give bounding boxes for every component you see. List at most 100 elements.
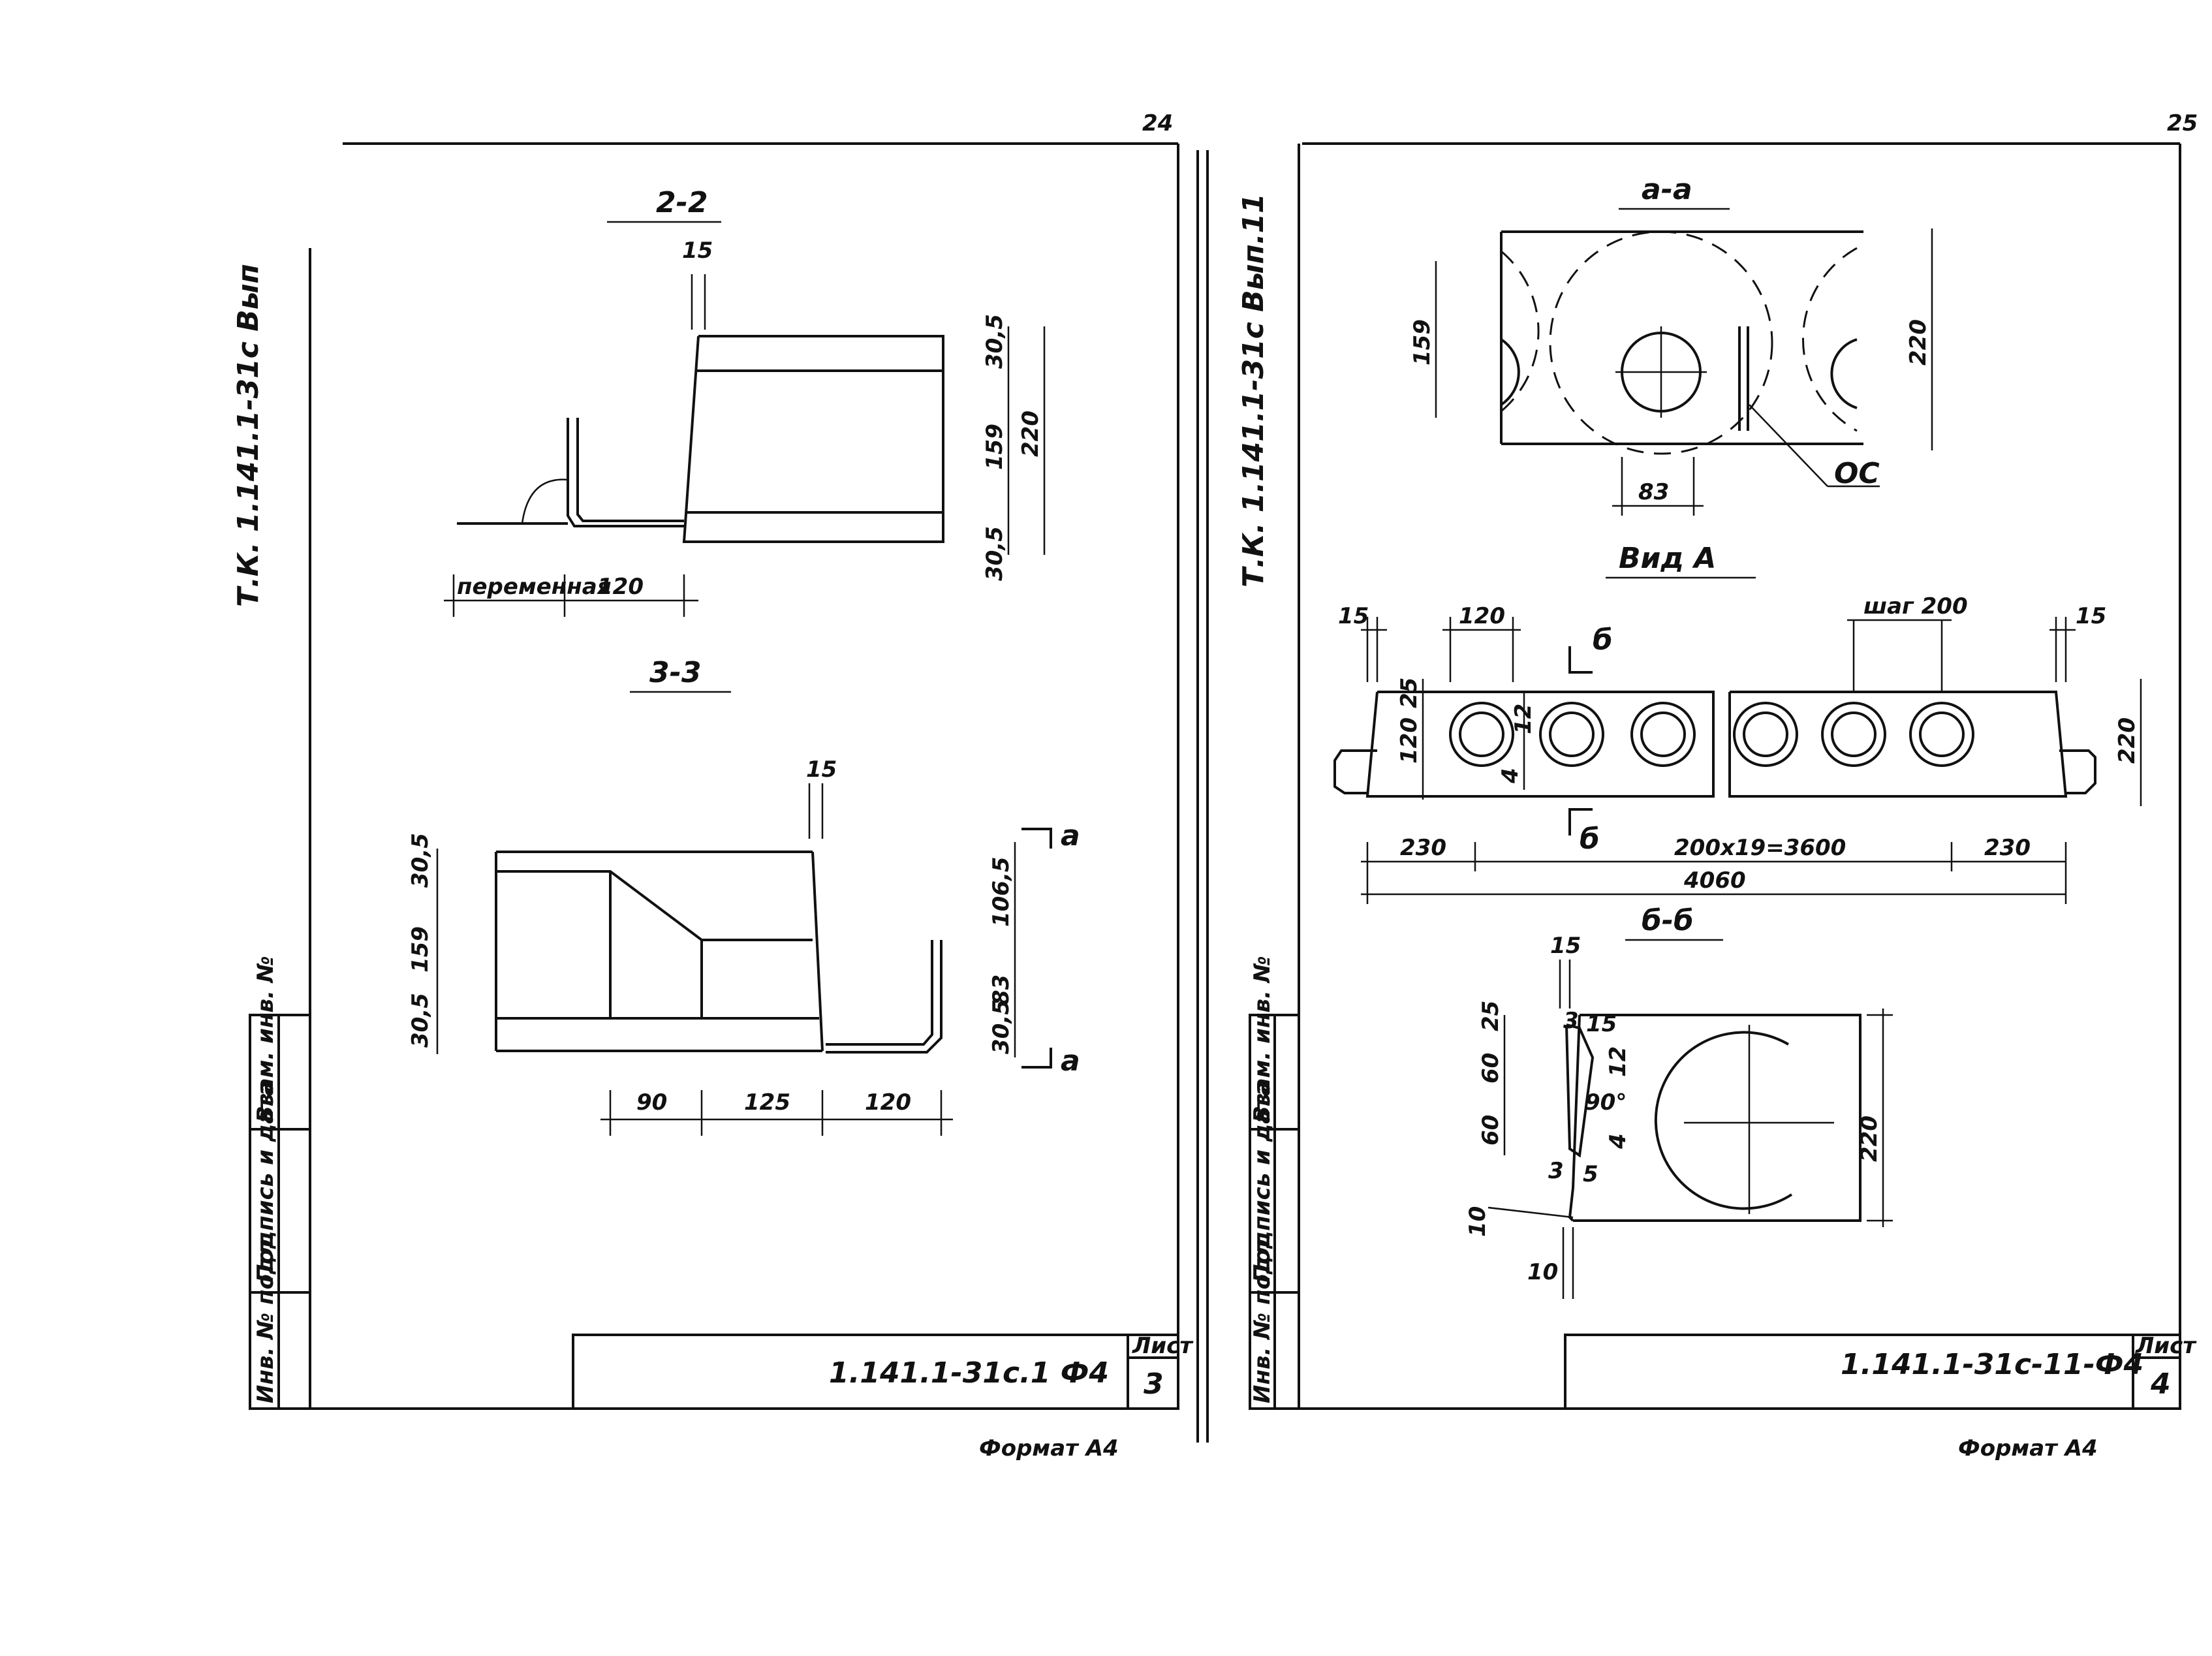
section-2-2-angle-arc xyxy=(521,478,569,524)
right-stamp-vzam-inv: Взам. инв. № xyxy=(1249,956,1275,1123)
section-b-b-dim-4: 4 xyxy=(1605,1133,1631,1149)
left-side-label: Т.К. 1.141.1-31с Вып xyxy=(232,264,265,607)
section-b-b-void xyxy=(1654,1031,1793,1210)
section-3-3-cut-mark-top xyxy=(1021,828,1052,849)
section-b-b-dim-15-key: 15 xyxy=(1586,1011,1617,1037)
section-3-3-hook-outer xyxy=(826,940,942,1054)
section-a-a-void-left xyxy=(1501,250,1540,413)
view-a-dim-120-top: 120 xyxy=(1459,603,1505,629)
section-3-3-dim-120: 120 xyxy=(865,1089,911,1116)
section-2-2-dim-variable: переменная xyxy=(457,574,612,600)
right-page-corner-number: 25 xyxy=(2167,110,2198,136)
view-a-dim-15-right: 15 xyxy=(2076,603,2106,629)
section-b-b-dim-5: 5 xyxy=(1583,1161,1598,1187)
section-3-3-profile xyxy=(496,870,813,941)
view-a-dim-25: 25 xyxy=(1396,678,1422,708)
section-3-3-cut-label-bottom: а xyxy=(1061,1044,1080,1078)
left-title-code: 1.141.1-31с.1 Ф4 xyxy=(829,1356,1109,1390)
section-a-a-dim-159: 159 xyxy=(1409,319,1435,366)
view-a-pipe-6 xyxy=(1909,702,1974,767)
section-3-3-dim-30-5-top: 30,5 xyxy=(407,833,433,888)
section-b-b-dim-3-top: 3 xyxy=(1563,1008,1579,1034)
section-a-a-pipe-left xyxy=(1500,338,1520,406)
left-sheet-label: Лист xyxy=(1132,1333,1194,1359)
section-b-b-dim10-left-line xyxy=(1488,1206,1574,1219)
right-title-block xyxy=(1564,1334,2181,1410)
view-a-dim-230-left: 230 xyxy=(1400,835,1446,861)
section-b-b-dim-10-bottom: 10 xyxy=(1527,1259,1558,1285)
section-2-2-dim-120: 120 xyxy=(597,574,644,600)
right-format-label: Формат А4 xyxy=(1958,1435,2098,1461)
section-3-3-dim-15: 15 xyxy=(806,757,837,783)
section-b-b-dim-90deg: 90° xyxy=(1585,1089,1627,1116)
view-a-dim-pitch: шаг 200 xyxy=(1863,593,1968,619)
section-2-2-title: 2-2 xyxy=(656,186,708,219)
view-a-dim-120-vert: 120 xyxy=(1396,717,1422,764)
section-a-a-pipe-right xyxy=(1830,338,1858,409)
section-2-2-dim-30-5-top: 30,5 xyxy=(982,314,1008,369)
view-a-pipe-5-inner xyxy=(1831,711,1877,757)
right-title-code: 1.141.1-31с-11-Ф4 xyxy=(1841,1348,2143,1381)
section-3-3-dim-159: 159 xyxy=(407,926,433,973)
section-3-3-cut-label-top: а xyxy=(1061,819,1080,852)
section-3-3-dim-106-5: 106,5 xyxy=(988,856,1014,927)
section-a-a-title: а-а xyxy=(1642,173,1692,206)
view-a-dim-4: 4 xyxy=(1497,768,1523,784)
section-b-b-dim-15-top: 15 xyxy=(1550,933,1581,959)
view-a-panel-right xyxy=(1728,691,2068,798)
right-drawing-sheet: 25 Т.К. 1.141.1-31с Вып.11 Инв. № подл. … xyxy=(1237,110,2198,1461)
section-a-a-void-center xyxy=(1549,230,1773,455)
section-b-b-dim-220: 220 xyxy=(1856,1116,1882,1162)
section-3-3-dim-30-5-bottom: 30,5 xyxy=(407,993,433,1048)
section-b-b-title: б-б xyxy=(1642,904,1694,937)
view-a-pipe-1 xyxy=(1449,702,1514,767)
left-title-block xyxy=(572,1334,1179,1410)
section-3-3-dim-90: 90 xyxy=(636,1089,667,1116)
section-b-b-dim-10-left: 10 xyxy=(1465,1206,1491,1237)
right-stamp-inv-podl: Инв. № подл. xyxy=(1249,1232,1275,1403)
left-format-label: Формат А4 xyxy=(979,1435,1119,1461)
view-a-pipe-1-inner xyxy=(1459,711,1504,757)
view-a-pipe-4-inner xyxy=(1743,711,1788,757)
view-a-cut-label-top: б xyxy=(1593,623,1613,657)
view-a-pipe-3-inner xyxy=(1640,711,1686,757)
section-2-2-dim-220: 220 xyxy=(1018,411,1044,457)
section-3-3-cut-mark-bottom xyxy=(1021,1048,1052,1069)
view-a-pipe-5 xyxy=(1821,702,1886,767)
section-b-b-dim-12: 12 xyxy=(1605,1046,1631,1077)
view-a-cut-mark-top xyxy=(1568,646,1593,674)
left-page-corner-number: 24 xyxy=(1142,110,1173,136)
view-a-pipe-2-inner xyxy=(1549,711,1595,757)
right-sheet-label: Лист xyxy=(2135,1333,2197,1359)
right-stamp-signature-date: Подпись и дата xyxy=(1249,1081,1275,1283)
section-a-a-callout: ОС xyxy=(1834,457,1880,490)
right-sheet-number: 4 xyxy=(2150,1367,2171,1401)
left-sheet-number: 3 xyxy=(1144,1367,1164,1401)
section-2-2-dim-159: 159 xyxy=(982,424,1008,470)
view-a-dim-15-left: 15 xyxy=(1338,603,1369,629)
section-2-2-dim-30-5-bottom: 30,5 xyxy=(982,526,1008,581)
view-a-pipe-6-inner xyxy=(1919,711,1965,757)
section-3-3-title: 3-3 xyxy=(649,656,702,689)
section-2-2-dim-15: 15 xyxy=(682,238,713,264)
section-3-3: 3-3 30,5 159 30,5 15 106,5 83 30 xyxy=(407,656,1080,1136)
section-3-3-dim-125: 125 xyxy=(744,1089,790,1116)
left-drawing-sheet: 24 Т.К. 1.141.1-31с Вып Инв. № подл. Под… xyxy=(232,110,1209,1461)
section-a-a-void-right xyxy=(1802,247,1858,432)
section-b-b-body xyxy=(1573,1014,1862,1222)
section-2-2-body xyxy=(682,335,944,543)
left-stamp-signature-date: Подпись и дата xyxy=(253,1081,279,1283)
view-a-title: Вид А xyxy=(1619,542,1716,575)
section-3-3-hook xyxy=(826,940,933,1046)
section-2-2-hook xyxy=(567,418,684,527)
view-a-pipe-4 xyxy=(1733,702,1798,767)
section-b-b-dim-60-bottom: 60 xyxy=(1478,1115,1504,1146)
view-a-dim-12: 12 xyxy=(1510,704,1536,734)
section-3-3-right-edge xyxy=(811,851,824,1052)
section-a-a-leader xyxy=(1749,404,1828,487)
section-b-b-key-slot xyxy=(1565,1023,1595,1158)
view-a: Вид А 15 120 xyxy=(1333,542,2142,904)
section-b-b-left-edge xyxy=(1568,1014,1581,1222)
view-a-hook-right xyxy=(2059,749,2096,794)
section-b-b-dim-60-top: 60 xyxy=(1478,1053,1504,1084)
